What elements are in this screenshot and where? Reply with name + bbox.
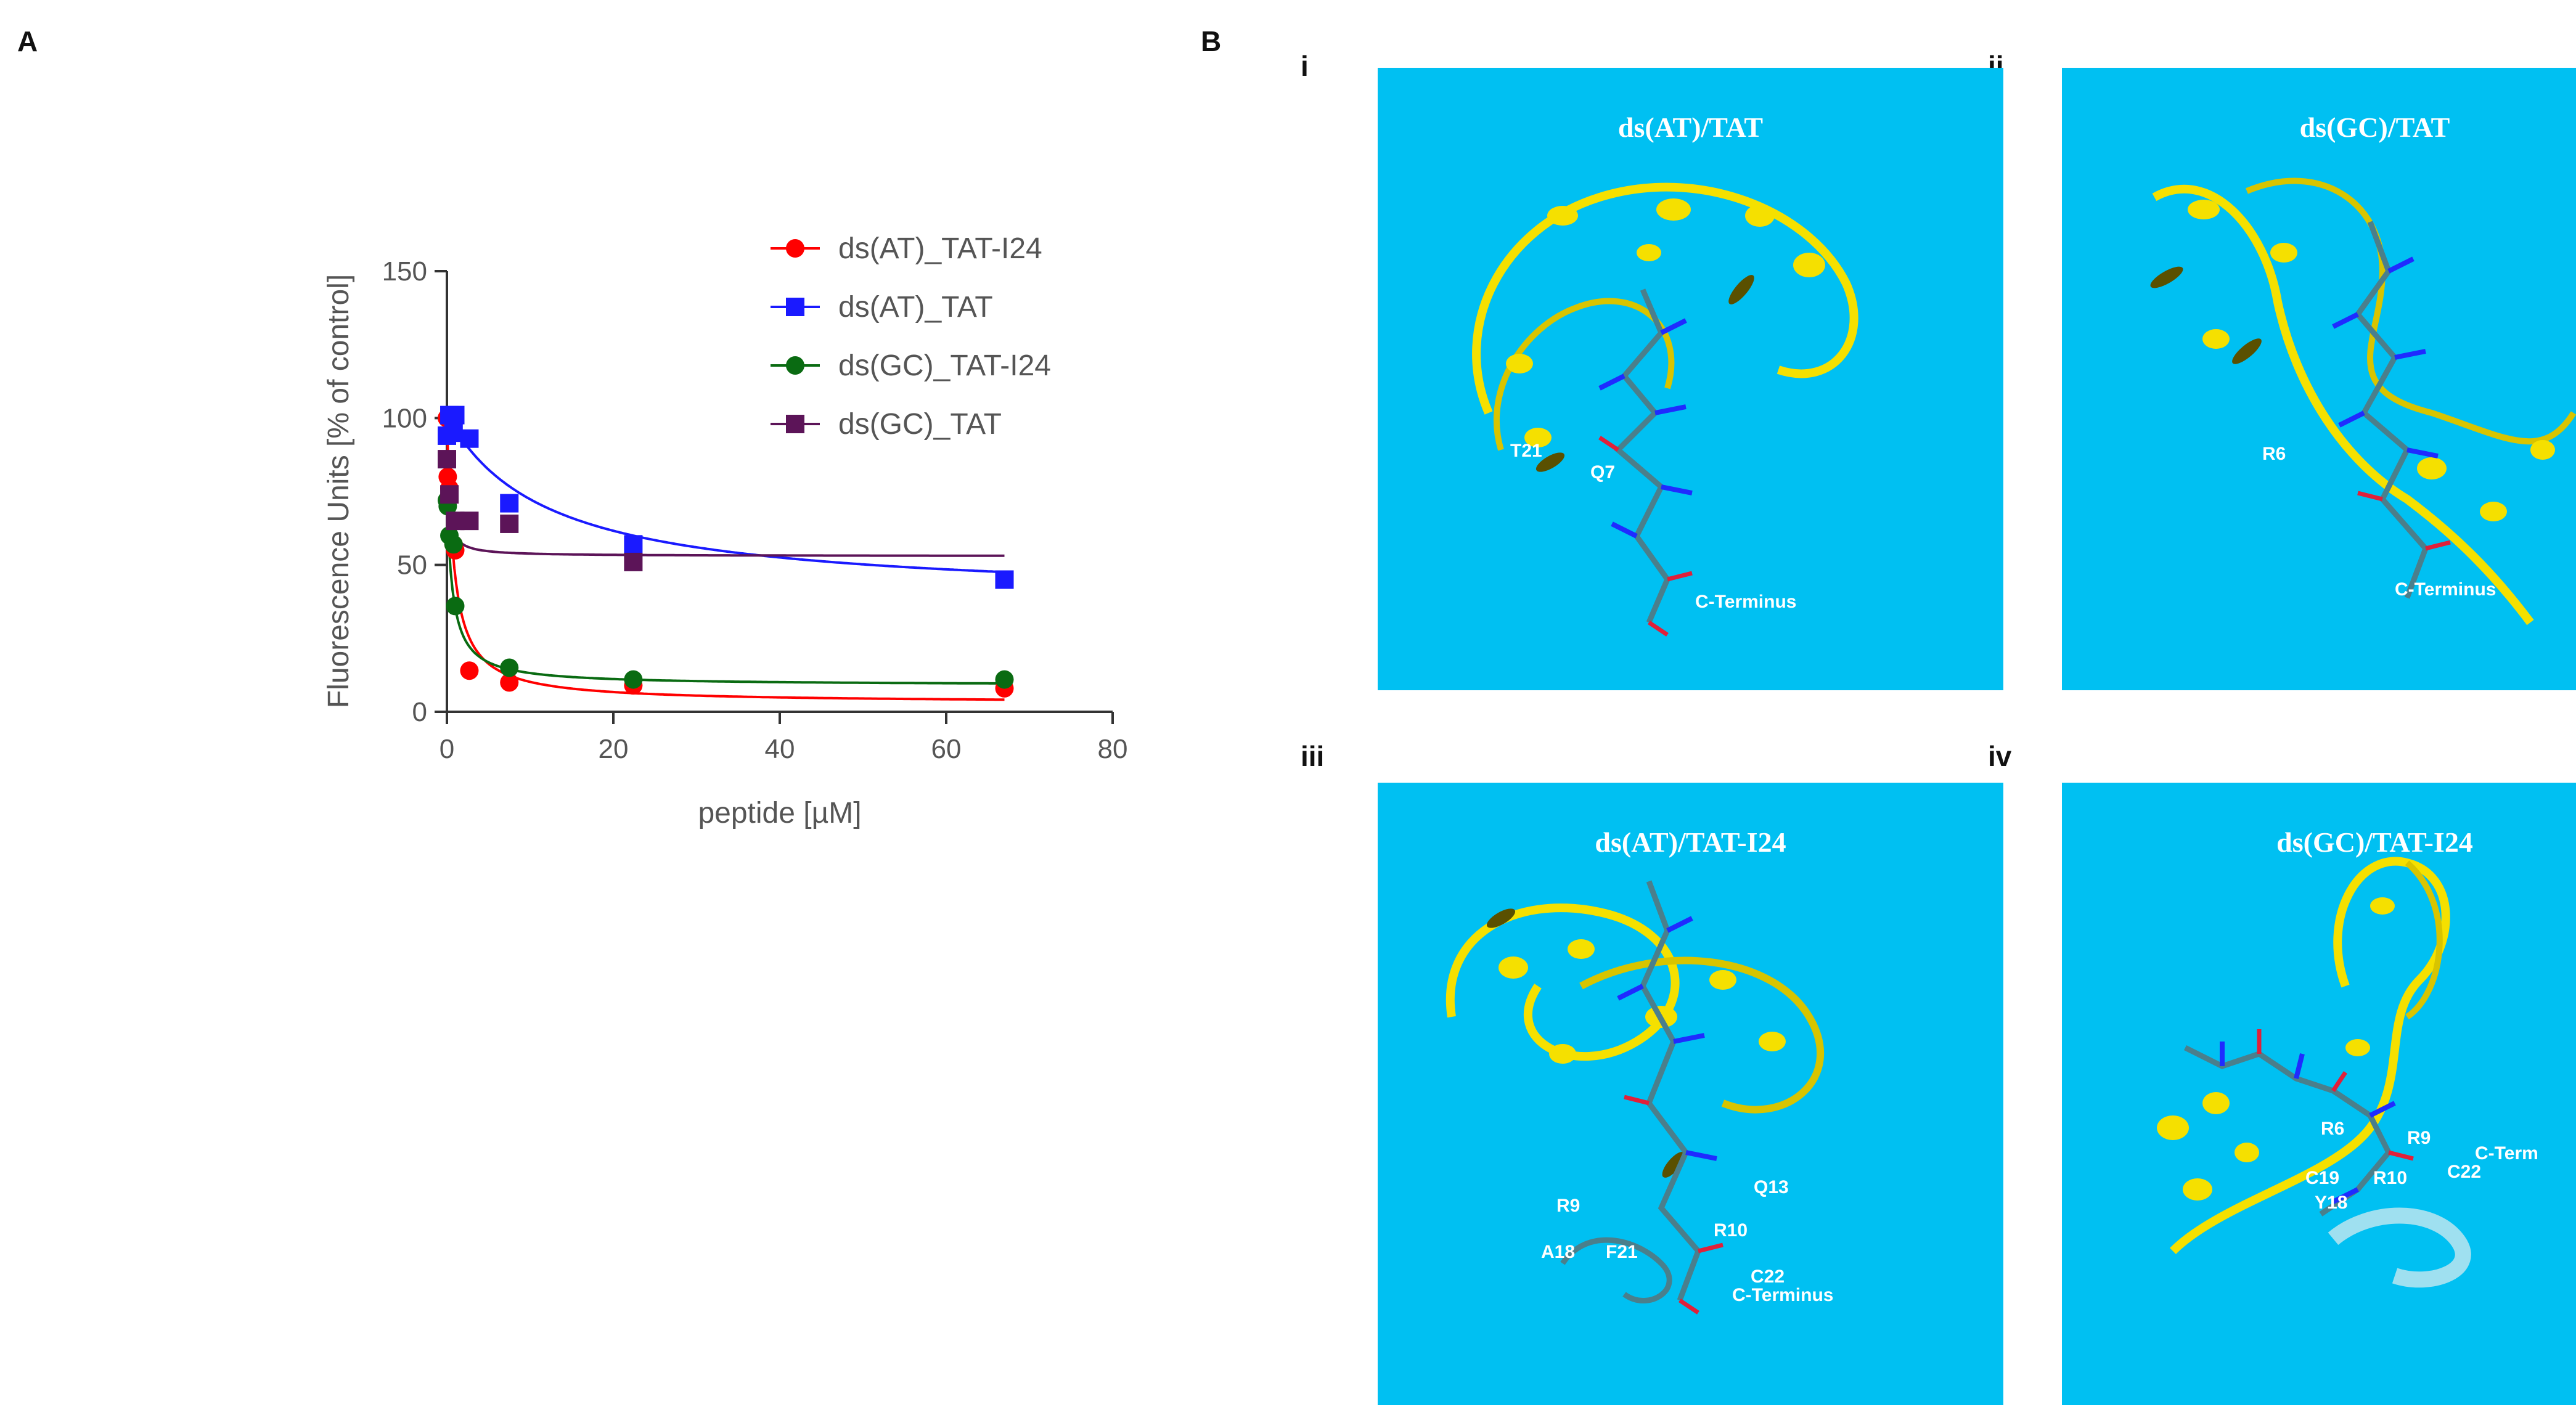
legend-marker bbox=[786, 356, 804, 375]
legend-label: ds(AT)_TAT bbox=[838, 291, 993, 324]
y-axis-label: Fluorescence Units [% of control] bbox=[322, 274, 355, 708]
fit-curve-series-0 bbox=[446, 418, 1005, 701]
fit-curve-series-3 bbox=[446, 453, 1005, 557]
x-tick-label: 20 bbox=[599, 734, 629, 764]
data-point-series-3 bbox=[438, 450, 456, 469]
data-point-series-1 bbox=[500, 494, 519, 513]
x-tick-label: 40 bbox=[765, 734, 795, 764]
data-point-series-3 bbox=[500, 514, 519, 533]
residue-label: A18 bbox=[1541, 1242, 1576, 1262]
structure-panel-i: ds(AT)/TAT T21 Q7 C-Terminus bbox=[1378, 68, 2003, 690]
x-tick-label: 60 bbox=[931, 734, 962, 764]
residue-label: R9 bbox=[2407, 1128, 2431, 1148]
data-point-series-1 bbox=[460, 429, 479, 448]
data-point-series-0 bbox=[500, 673, 519, 692]
legend-marker bbox=[786, 415, 804, 433]
residue-label: C-Terminus bbox=[1732, 1285, 1834, 1305]
subpanel-iv-label: iv bbox=[1988, 740, 2012, 772]
data-point-series-1 bbox=[444, 423, 463, 442]
y-tick-label: 100 bbox=[382, 403, 427, 433]
structure-title-iii: ds(AT)/TAT-I24 bbox=[1595, 826, 1786, 858]
residue-label: C-Terminus bbox=[2395, 579, 2496, 600]
data-point-series-0 bbox=[460, 661, 479, 680]
legend-label: ds(GC)_TAT bbox=[838, 408, 1002, 441]
structure-render-iv bbox=[2157, 857, 2471, 1288]
data-point-series-2 bbox=[500, 658, 519, 677]
panel-a-letter: A bbox=[17, 25, 38, 57]
residue-label: C22 bbox=[1751, 1266, 1785, 1287]
structure-panel-iv: ds(GC)/TAT-I24 R6 R9 C-Term C19 R10 C22 … bbox=[2062, 783, 2576, 1405]
structure-title-ii: ds(GC)/TAT bbox=[2299, 112, 2450, 143]
residue-label: Q7 bbox=[1590, 462, 1616, 483]
residue-label: R10 bbox=[2373, 1168, 2408, 1188]
legend-label: ds(GC)_TAT-I24 bbox=[838, 349, 1051, 382]
residue-label: F21 bbox=[1606, 1242, 1638, 1262]
data-point-series-2 bbox=[444, 535, 463, 554]
data-point-series-2 bbox=[995, 670, 1014, 689]
data-point-series-3 bbox=[624, 552, 643, 571]
data-point-series-3 bbox=[460, 512, 479, 531]
structure-title-iv: ds(GC)/TAT-I24 bbox=[2276, 826, 2473, 858]
x-tick-label: 80 bbox=[1098, 734, 1128, 764]
residue-label: R6 bbox=[2262, 444, 2286, 464]
residue-label: C-Terminus bbox=[1695, 592, 1797, 612]
structure-render-i bbox=[1472, 182, 1858, 637]
residue-label: Q13 bbox=[1754, 1177, 1789, 1197]
residue-label: C-Term bbox=[2475, 1143, 2538, 1164]
data-point-series-1 bbox=[446, 406, 465, 425]
fit-curve-series-2 bbox=[446, 497, 1005, 685]
y-tick-label: 0 bbox=[412, 697, 427, 727]
legend-marker bbox=[786, 298, 804, 316]
panel-b-letter: B bbox=[1201, 25, 1222, 57]
structure-render-ii bbox=[2150, 177, 2576, 626]
y-tick-label: 150 bbox=[382, 256, 427, 287]
residue-label: R9 bbox=[1556, 1196, 1580, 1216]
data-point-series-3 bbox=[440, 485, 459, 504]
legend-marker bbox=[786, 239, 804, 258]
x-axis-label: peptide [µM] bbox=[698, 797, 861, 830]
residue-label: R6 bbox=[2321, 1119, 2345, 1139]
residue-label: Y18 bbox=[2315, 1193, 2348, 1213]
residue-label: C22 bbox=[2447, 1162, 2482, 1182]
structure-render-iii bbox=[1445, 880, 1825, 1315]
structure-panel-iii: ds(AT)/TAT-I24 R9 Q13 R10 A18 F21 C22 C-… bbox=[1378, 783, 2003, 1405]
data-point-series-2 bbox=[446, 597, 465, 616]
residue-label: T21 bbox=[1510, 441, 1542, 461]
fluorescence-chart: 0 20 40 60 80 0 50 100 150 ds(AT)_TAT-I24 ds(AT)_T… bbox=[322, 232, 1128, 830]
structure-title-i: ds(AT)/TAT bbox=[1617, 112, 1764, 143]
data-point-series-1 bbox=[624, 535, 643, 554]
data-point-series-2 bbox=[624, 670, 643, 689]
data-point-series-1 bbox=[995, 570, 1014, 589]
structure-panel-ii: ds(GC)/TAT R6 C-Terminus bbox=[2062, 68, 2576, 690]
fit-curve-series-1 bbox=[446, 414, 1005, 574]
x-tick-label: 0 bbox=[440, 734, 454, 764]
residue-label: R10 bbox=[1714, 1220, 1748, 1241]
subpanel-i-label: i bbox=[1301, 50, 1309, 82]
legend-label: ds(AT)_TAT-I24 bbox=[838, 232, 1042, 265]
residue-label: C19 bbox=[2305, 1168, 2340, 1188]
subpanel-iii-label: iii bbox=[1301, 740, 1325, 772]
y-tick-label: 50 bbox=[397, 550, 427, 581]
